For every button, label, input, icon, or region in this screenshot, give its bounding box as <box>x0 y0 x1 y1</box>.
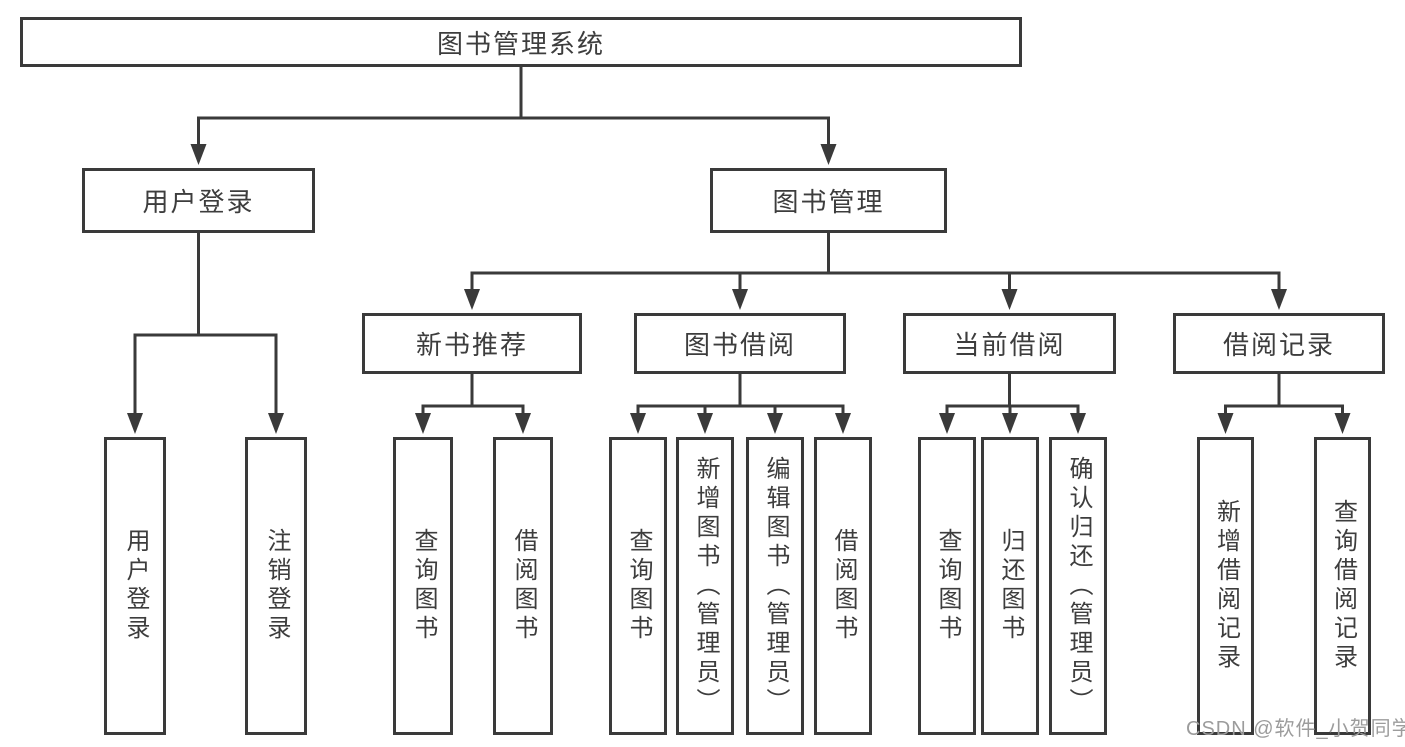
node-label-borrowing-records: 借阅记录 <box>1222 330 1335 360</box>
node-leaf-nb-borrow-books: 借阅图书 <box>493 437 553 735</box>
node-label-current-borrowing: 当前借阅 <box>953 330 1066 360</box>
node-label-root: 图书管理系统 <box>436 28 605 59</box>
arrowhead <box>127 413 143 434</box>
node-book-management: 图书管理 <box>710 168 947 233</box>
node-leaf-cb-return-books: 归还图书 <box>981 437 1039 735</box>
node-label-leaf-cb-query-books: 查询图书 <box>934 528 961 644</box>
arrowhead <box>464 289 480 310</box>
arrowhead <box>630 413 646 434</box>
node-leaf-user-login: 用户登录 <box>104 437 166 735</box>
node-leaf-rec-query-record: 查询借阅记录 <box>1314 437 1371 735</box>
arrowhead <box>268 413 284 434</box>
node-book-borrowing: 图书借阅 <box>634 313 846 374</box>
arrowhead <box>190 144 207 165</box>
node-label-leaf-nb-borrow-books: 借阅图书 <box>510 528 537 644</box>
arrowhead <box>697 413 713 434</box>
node-leaf-bb-edit-books: 编辑图书（管理员） <box>746 437 804 735</box>
node-label-leaf-bb-query-books: 查询图书 <box>625 528 652 644</box>
node-leaf-cb-query-books: 查询图书 <box>918 437 976 735</box>
arrowhead <box>1217 413 1234 434</box>
arrowhead <box>939 413 955 434</box>
node-label-leaf-rec-add-record: 新增借阅记录 <box>1212 499 1240 673</box>
node-root: 图书管理系统 <box>20 17 1022 67</box>
node-label-leaf-cb-return-books: 归还图书 <box>997 528 1024 644</box>
node-leaf-bb-borrow-books: 借阅图书 <box>814 437 872 735</box>
node-label-leaf-rec-query-record: 查询借阅记录 <box>1329 499 1357 673</box>
arrowhead <box>835 413 851 434</box>
node-leaf-bb-add-books: 新增图书（管理员） <box>676 437 734 735</box>
node-leaf-cb-confirm-return: 确认归还（管理员） <box>1049 437 1107 735</box>
node-label-book-management: 图书管理 <box>772 187 885 217</box>
node-label-new-book-recommend: 新书推荐 <box>415 330 528 360</box>
arrowhead <box>1271 289 1287 310</box>
arrowhead <box>415 413 431 434</box>
node-label-leaf-logout: 注销登录 <box>263 528 290 644</box>
arrowhead <box>767 413 783 434</box>
node-borrowing-records: 借阅记录 <box>1173 313 1385 374</box>
node-leaf-rec-add-record: 新增借阅记录 <box>1197 437 1254 735</box>
arrowhead <box>1001 289 1018 310</box>
arrowhead <box>820 144 837 165</box>
node-leaf-nb-query-books: 查询图书 <box>393 437 453 735</box>
node-user-login: 用户登录 <box>82 168 315 233</box>
node-label-leaf-nb-query-books: 查询图书 <box>410 528 437 644</box>
node-label-user-login: 用户登录 <box>142 187 255 217</box>
arrowhead <box>1334 413 1351 434</box>
watermark-text: CSDN @软件_小贺同学 <box>1186 718 1405 740</box>
node-current-borrowing: 当前借阅 <box>903 313 1116 374</box>
node-label-leaf-bb-add-books: 新增图书（管理员） <box>692 455 719 717</box>
node-label-book-borrowing: 图书借阅 <box>683 330 796 360</box>
node-label-leaf-cb-confirm-return: 确认归还（管理员） <box>1065 455 1092 717</box>
node-label-leaf-user-login: 用户登录 <box>122 528 149 644</box>
node-leaf-logout: 注销登录 <box>245 437 307 735</box>
node-label-leaf-bb-edit-books: 编辑图书（管理员） <box>762 455 789 717</box>
node-leaf-bb-query-books: 查询图书 <box>609 437 667 735</box>
arrowhead <box>732 289 748 310</box>
node-label-leaf-bb-borrow-books: 借阅图书 <box>830 528 857 644</box>
arrowhead <box>1002 413 1018 434</box>
arrowhead <box>1070 413 1086 434</box>
arrowhead <box>515 413 531 434</box>
node-new-book-recommend: 新书推荐 <box>362 313 582 374</box>
